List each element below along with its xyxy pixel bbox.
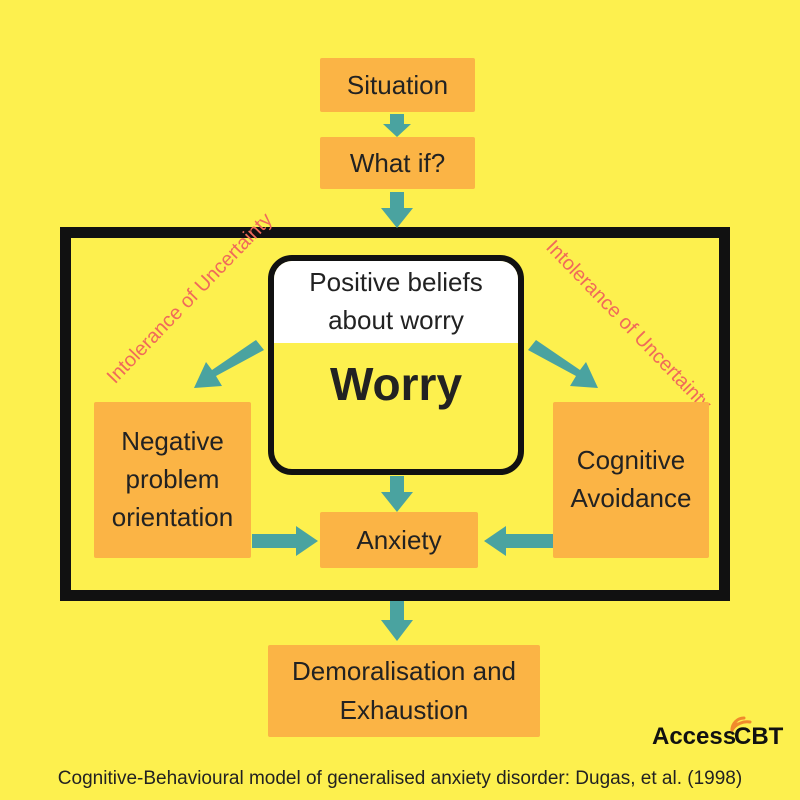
svg-text:CBT: CBT xyxy=(734,723,784,750)
node-situation: Situation xyxy=(320,58,475,112)
worry-cycle-frame xyxy=(60,227,730,601)
node-what-if: What if? xyxy=(320,137,475,189)
arrow-worry-cognitive xyxy=(528,340,598,388)
node-worry: Positive beliefs about worry Worry xyxy=(268,255,524,475)
node-anxiety: Anxiety xyxy=(320,512,478,568)
node-demoralisation: Demoralisation and Exhaustion xyxy=(268,645,540,737)
svg-text:Access: Access xyxy=(652,723,736,750)
logo-wordmark: Access CBT xyxy=(652,723,784,750)
arrow-cognitive-anxiety xyxy=(484,526,553,556)
arrow-whatif-frame xyxy=(381,192,413,228)
arrow-negative-anxiety xyxy=(252,526,318,556)
node-cognitive-avoidance: Cognitive Avoidance xyxy=(553,402,709,558)
node-positive-beliefs: Positive beliefs about worry xyxy=(274,261,518,343)
arrow-worry-negative xyxy=(194,340,264,388)
arrow-situation-whatif xyxy=(383,114,411,137)
arrow-frame-demoralisation xyxy=(381,601,413,641)
arrow-worry-anxiety xyxy=(381,476,413,512)
wifi-waves-icon xyxy=(730,716,752,732)
worry-label: Worry xyxy=(329,358,463,410)
node-negative-problem-orientation: Negative problem orientation xyxy=(94,402,251,558)
caption: Cognitive-Behavioural model of generalis… xyxy=(57,768,743,789)
